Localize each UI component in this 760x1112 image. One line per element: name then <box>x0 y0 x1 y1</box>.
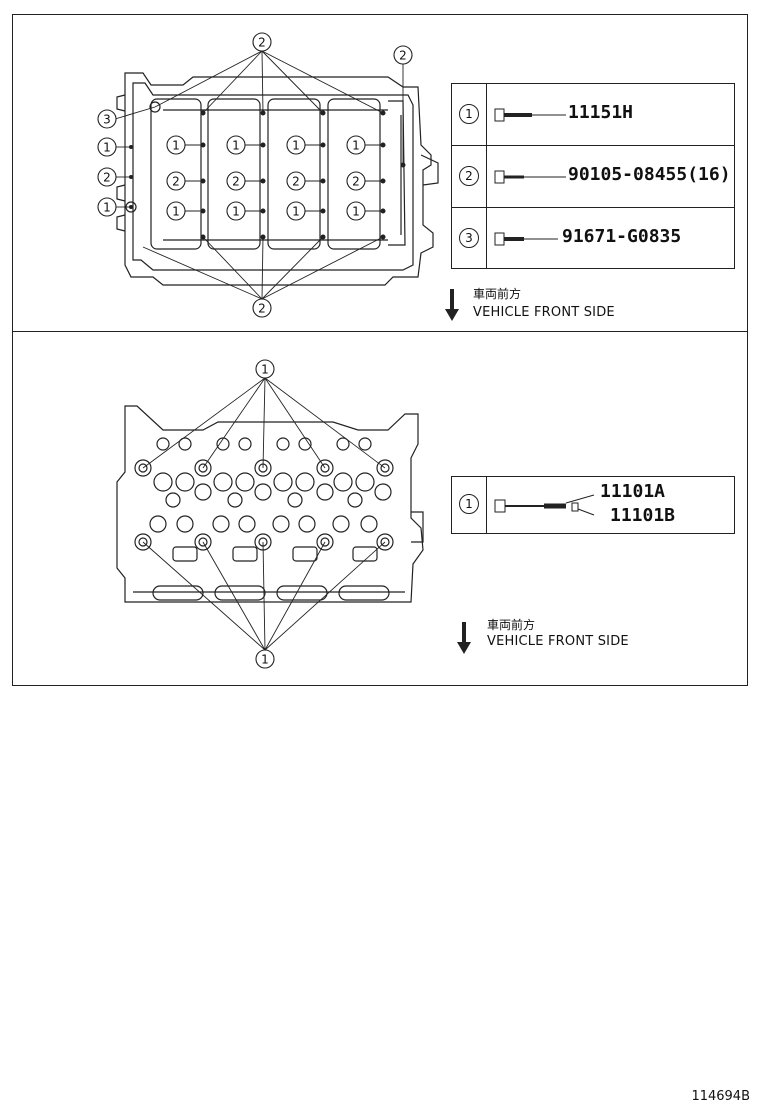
svg-text:2: 2 <box>258 36 266 50</box>
svg-text:1: 1 <box>352 205 360 219</box>
callout-number: 1 <box>459 494 479 514</box>
callout-1: 1 <box>286 135 306 155</box>
vehicle-front-label: VEHICLE FRONT SIDE <box>473 305 615 320</box>
svg-text:1: 1 <box>103 141 111 155</box>
callout-1: 1 <box>166 201 186 221</box>
bolt-icon <box>494 170 566 184</box>
callout-2: 2 <box>97 167 117 187</box>
callout-2: 2 <box>252 298 272 318</box>
top-legend-row-3: 3 91671-G0835 <box>452 208 734 268</box>
vehicle-front-label-ja: 車両前方 <box>487 618 536 632</box>
svg-text:1: 1 <box>261 653 269 667</box>
top-legend-row-1: 1 11151H <box>452 84 734 146</box>
svg-text:1: 1 <box>261 363 269 377</box>
bottom-legend-table: 1 11101A 11101B <box>451 476 735 534</box>
callout-number: 1 <box>459 104 479 124</box>
svg-text:2: 2 <box>258 302 266 316</box>
svg-text:1: 1 <box>352 139 360 153</box>
callout-3: 3 <box>97 109 117 129</box>
svg-text:1: 1 <box>172 139 180 153</box>
callout-1: 1 <box>226 201 246 221</box>
part-number: 91671-G0835 <box>562 226 682 247</box>
callout-number: 2 <box>459 166 479 186</box>
callout-2: 2 <box>393 45 413 65</box>
top-panel: 2 2 2 3 1 2 1 1 1 1 1 2 2 2 2 1 1 1 1 1 11151H 2 90105-084… <box>12 14 748 332</box>
svg-text:1: 1 <box>232 139 240 153</box>
bottom-legend-row-1: 1 11101A 11101B <box>452 477 734 533</box>
down-arrow-icon <box>457 622 471 654</box>
svg-text:1: 1 <box>172 205 180 219</box>
callout-2: 2 <box>286 171 306 191</box>
top-legend-row-2: 2 90105-08455(16) <box>452 146 734 208</box>
vehicle-front-label-ja: 車両前方 <box>473 287 522 301</box>
callout-1: 1 <box>346 201 366 221</box>
callout-1: 1 <box>97 137 117 157</box>
diagram-id: 114694B <box>691 1089 750 1104</box>
svg-text:2: 2 <box>232 175 240 189</box>
camshaft-housing-drawing: 2 2 2 3 1 2 1 1 1 1 1 2 2 2 2 1 1 1 1 <box>97 32 439 318</box>
part-number-bolt: 11101A <box>600 481 666 502</box>
callout-2: 2 <box>346 171 366 191</box>
callout-1: 1 <box>226 135 246 155</box>
bolt-and-washer-icon <box>494 494 595 516</box>
bolt-icon <box>494 232 558 246</box>
svg-text:2: 2 <box>352 175 360 189</box>
svg-text:3: 3 <box>103 113 111 127</box>
part-number-washer: 11101B <box>610 505 676 526</box>
callout-1: 1 <box>346 135 366 155</box>
callout-1: 1 <box>97 197 117 217</box>
svg-text:1: 1 <box>292 139 300 153</box>
callout-1: 1 <box>255 649 275 669</box>
callout-1: 1 <box>286 201 306 221</box>
bolt-icon <box>494 108 566 122</box>
svg-text:2: 2 <box>103 171 111 185</box>
part-number: 11151H <box>568 102 634 123</box>
callout-1: 1 <box>255 359 275 379</box>
svg-text:2: 2 <box>399 49 407 63</box>
callout-2: 2 <box>252 32 272 52</box>
top-legend-table: 1 11151H 2 90105-08455(16) 3 91671-G0835 <box>451 83 735 269</box>
svg-text:1: 1 <box>232 205 240 219</box>
callout-2: 2 <box>226 171 246 191</box>
svg-text:2: 2 <box>172 175 180 189</box>
down-arrow-icon <box>445 289 459 321</box>
callout-2: 2 <box>166 171 186 191</box>
svg-text:2: 2 <box>292 175 300 189</box>
svg-text:1: 1 <box>292 205 300 219</box>
callout-number: 3 <box>459 228 479 248</box>
part-number: 90105-08455(16) <box>568 164 731 185</box>
cylinder-head-drawing: 11 <box>116 359 424 669</box>
callout-1: 1 <box>166 135 186 155</box>
vehicle-front-label: VEHICLE FRONT SIDE <box>487 634 629 649</box>
svg-text:1: 1 <box>103 201 111 215</box>
